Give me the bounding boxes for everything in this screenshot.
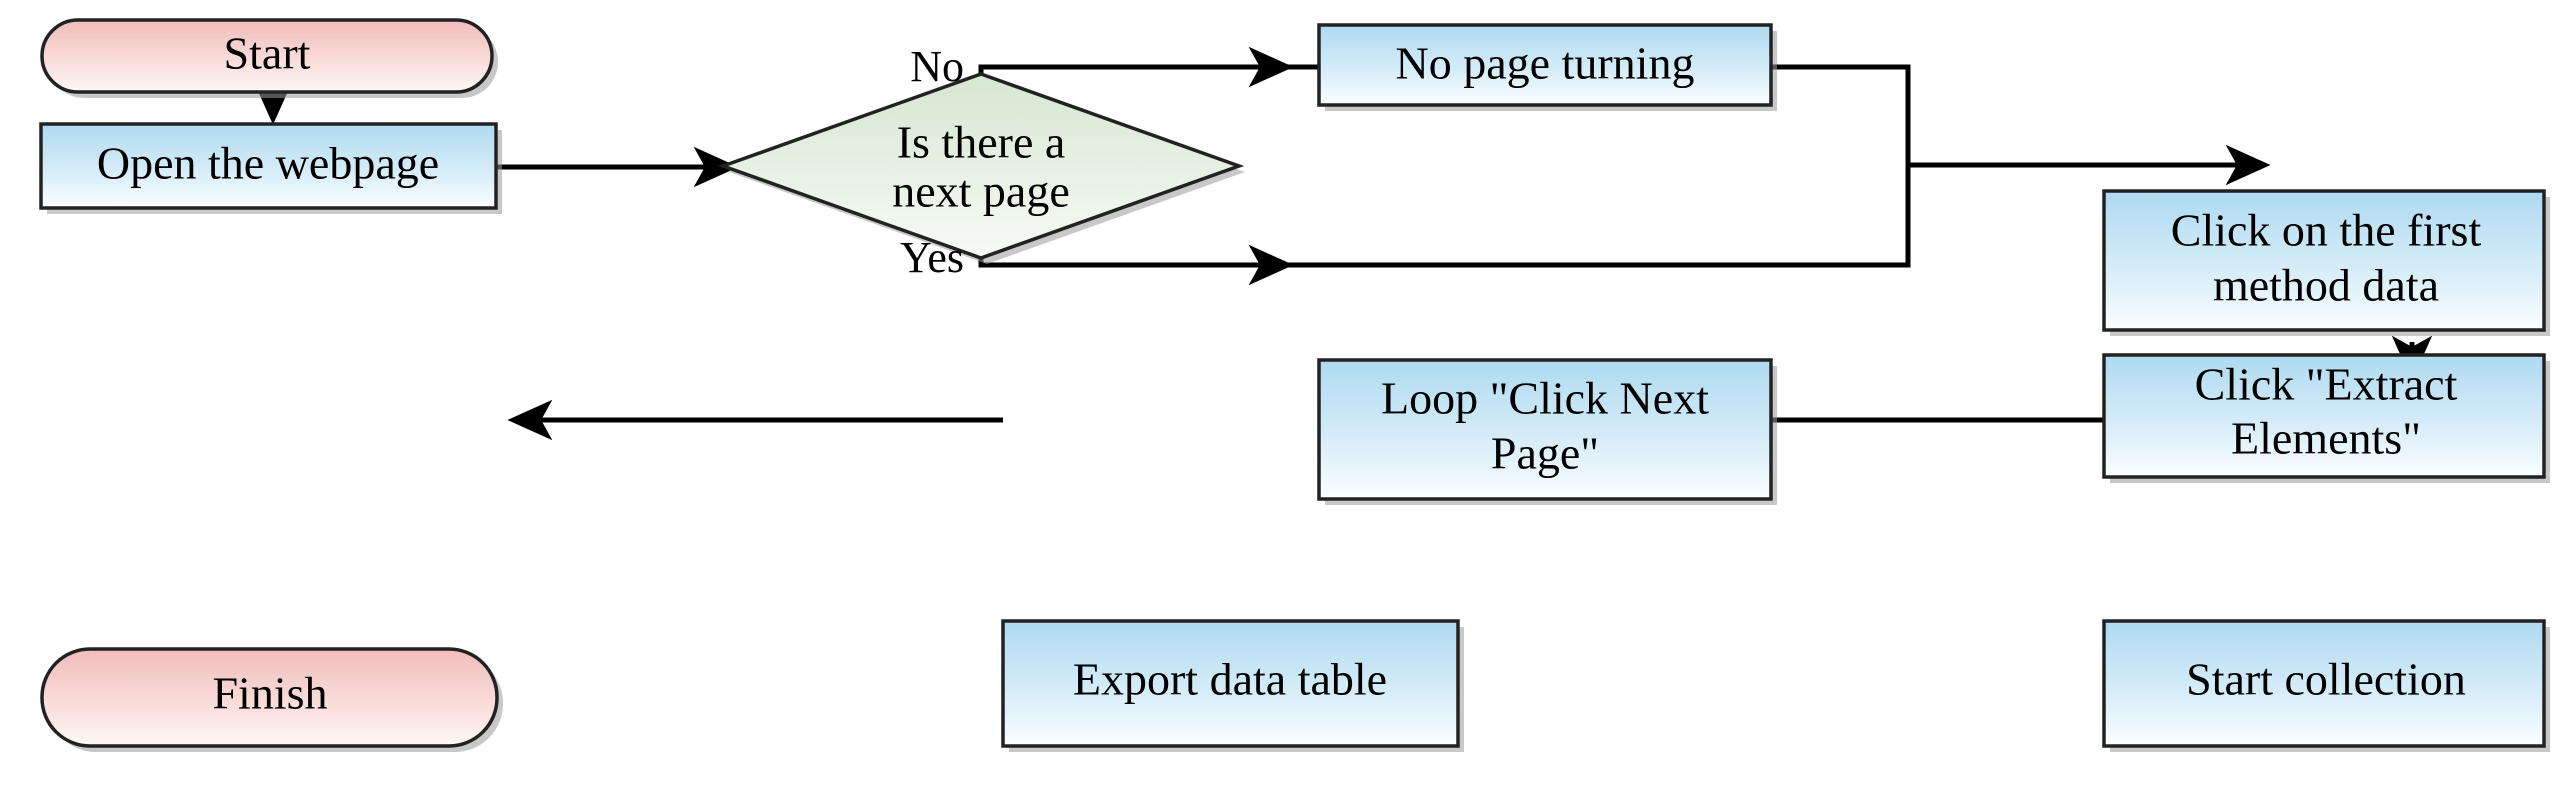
node-loop-label-line2: Page" [1491,428,1599,479]
node-loop-click-next-page[interactable]: Loop "Click Next Page" [1317,358,1777,505]
edge-loop-to-merge [1071,165,1911,268]
node-decision-next-page[interactable]: Is there a next page [717,72,1245,264]
node-decision-label-line1: Is there a [897,117,1066,168]
node-finish-label: Finish [212,668,327,719]
node-click-first-label-line1: Click on the first [2171,205,2482,256]
node-click-first-shape [2102,189,2546,332]
node-decision-label-line2: next page [892,166,1070,217]
node-start-collection[interactable]: Start collection [2102,619,2550,752]
node-finish[interactable]: Finish [40,647,503,752]
node-start[interactable]: Start [40,18,498,98]
node-start-collection-shape [2102,619,2546,748]
node-click-first-label-line2: method data [2213,260,2439,311]
node-click-extract-elements[interactable]: Click "Extract Elements" [2102,353,2550,483]
node-start-collection-label: Start collection [2186,654,2466,705]
node-export-label: Export data table [1073,654,1387,705]
node-extract-label-line1: Click "Extract [2195,359,2458,410]
node-no-page-turning[interactable]: No page turning [1317,23,1777,111]
node-extract-shape [2102,353,2546,479]
node-click-first-method-data[interactable]: Click on the first method data [2102,189,2550,336]
node-finish-shape [40,647,499,748]
node-export-shape [1001,619,1460,748]
node-open-webpage-label: Open the webpage [97,138,439,189]
node-start-shape [40,18,494,94]
node-open-webpage-shape [39,122,498,210]
node-decision-shape [717,72,1245,260]
node-no-page-turning-label: No page turning [1396,38,1695,89]
node-loop-label-line1: Loop "Click Next [1381,373,1709,424]
edge-label-yes: Yes [900,233,964,282]
edge-label-no: No [910,42,964,91]
node-loop-shape [1317,358,1773,501]
node-open-webpage[interactable]: Open the webpage [39,122,502,214]
node-extract-label-line2: Elements" [2231,413,2421,464]
node-export-data-table[interactable]: Export data table [1001,619,1464,752]
node-start-label: Start [224,28,311,79]
node-no-page-turning-shape [1317,23,1773,107]
